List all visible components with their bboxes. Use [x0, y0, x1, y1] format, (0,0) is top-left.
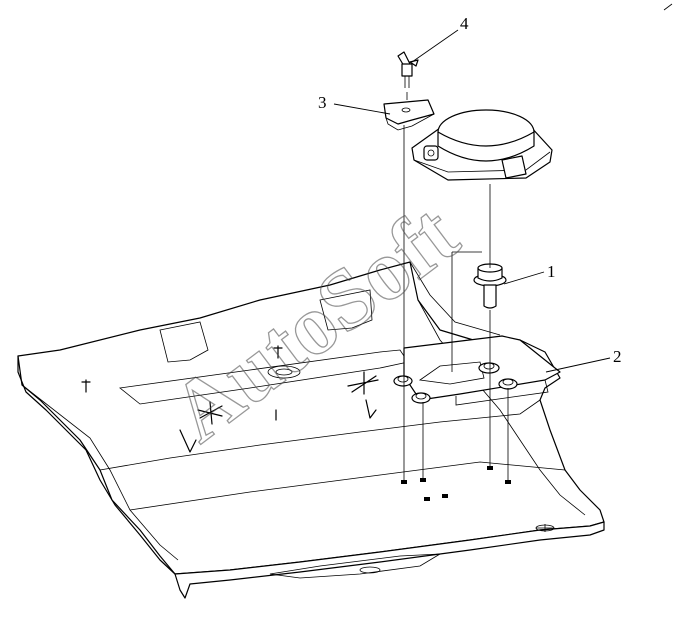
callout-4: 4: [460, 14, 469, 33]
part-1-bolt: [473, 263, 507, 309]
module-unit: [411, 109, 553, 181]
panel-markers: [81, 345, 379, 453]
part-4-screw: [397, 51, 419, 88]
corner-mark: [663, 3, 673, 11]
callout-1: 1: [547, 262, 556, 281]
assembly-axes: [401, 92, 511, 501]
leader-lines: [333, 29, 611, 373]
part-2-nut-set: [393, 362, 518, 404]
callout-2: 2: [613, 347, 622, 366]
callout-3: 3: [318, 93, 327, 112]
part-3-bracket: [383, 99, 435, 131]
